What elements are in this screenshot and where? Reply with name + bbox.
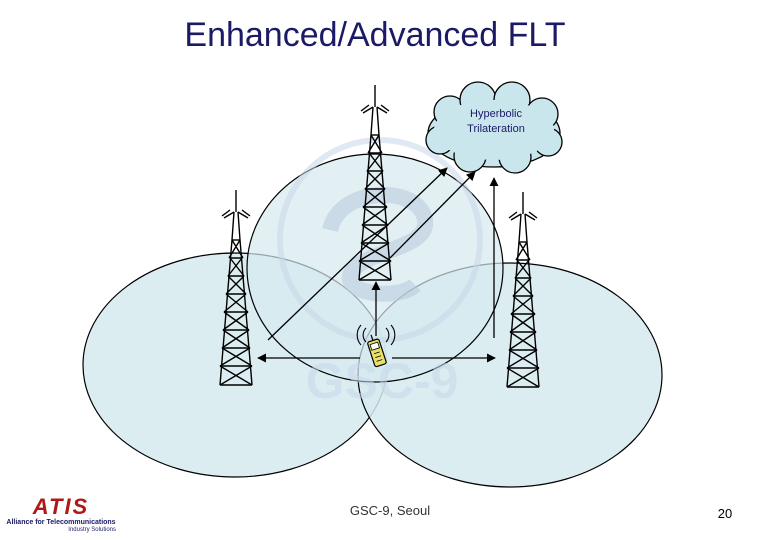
tower-icon	[506, 192, 540, 388]
tower-right	[506, 192, 540, 388]
mobile-handset	[356, 324, 396, 368]
coverage-cells	[82, 153, 663, 488]
logo-mark: ATIS	[32, 494, 90, 519]
coverage-cell-top	[246, 153, 504, 383]
logo-subtagline: Industry Solutions	[68, 527, 116, 533]
radio-waves-icon	[356, 324, 396, 346]
arrow-top-tower-to-cloud	[389, 171, 476, 259]
footer-event: GSC-9, Seoul	[349, 503, 431, 518]
slide-title: Enhanced/Advanced FLT	[184, 16, 566, 54]
cloud-label-line2: Trilateration	[467, 123, 525, 135]
signal-arrows	[257, 167, 499, 363]
tower-top	[358, 85, 392, 281]
page-number: 20	[717, 506, 733, 521]
atis-logo: ATIS Alliance for Telecommunications Ind…	[6, 496, 116, 536]
hyperbolic-trilateration-cloud: Hyperbolic Trilateration	[425, 81, 563, 174]
tower-icon	[219, 190, 253, 386]
phone-icon	[367, 334, 387, 368]
tower-icon	[358, 85, 392, 281]
arrow-left-tower-to-cloud	[267, 167, 448, 341]
logo-tagline: Alliance for Telecommunications	[6, 519, 116, 526]
tower-left	[219, 190, 253, 386]
cloud-label-line1: Hyperbolic	[470, 108, 522, 120]
